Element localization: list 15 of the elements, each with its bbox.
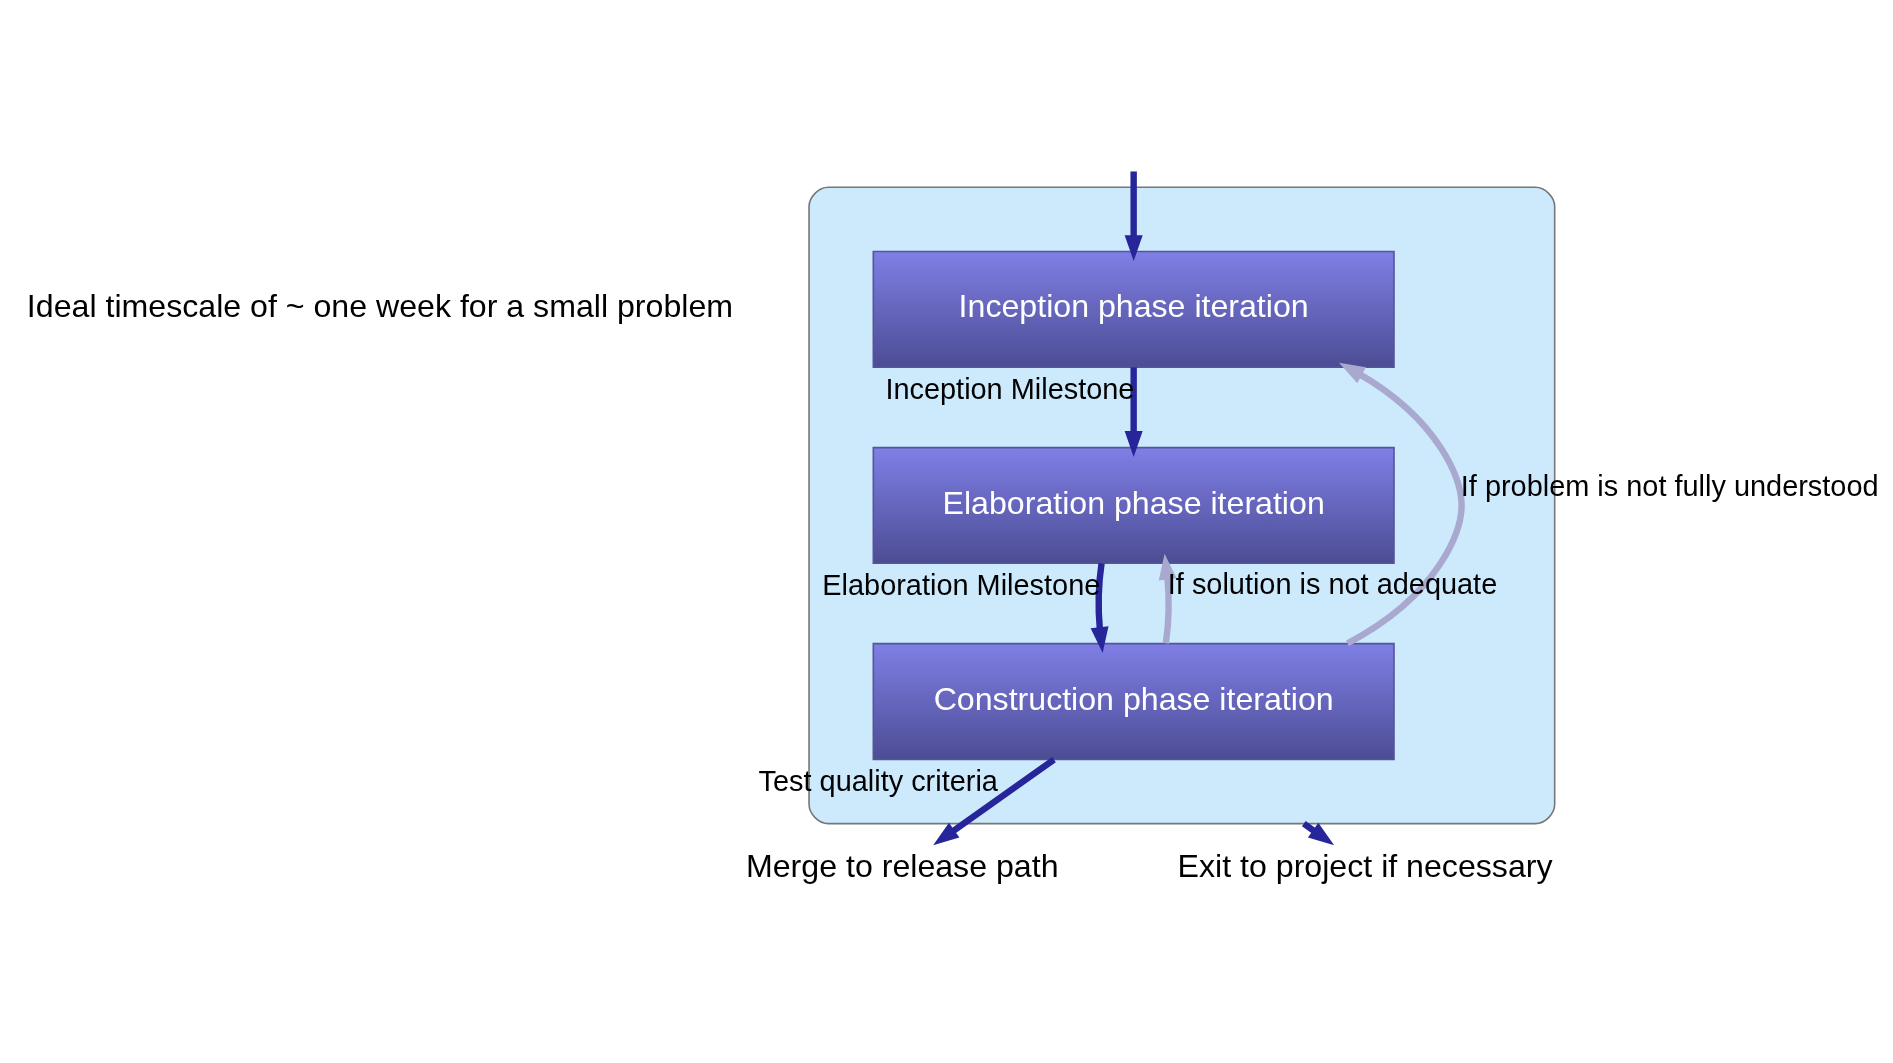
arrow	[933, 756, 1056, 846]
arrow	[1339, 362, 1465, 647]
node-box: Construction phase iteration	[872, 642, 1395, 761]
label: Ideal timescale of ~ one week for a small problem	[26, 288, 734, 325]
node-box: Inception phase iteration	[872, 250, 1395, 369]
edge-label: If solution is not adequate	[1167, 567, 1498, 600]
arrow	[1124, 171, 1143, 262]
arrow	[1158, 553, 1177, 644]
edge-label: Test quality criteria	[758, 764, 998, 797]
edge-label: If problem is not fully understood	[1460, 470, 1879, 503]
node-box: Elaboration phase iteration	[872, 446, 1395, 565]
arrow	[1124, 367, 1143, 457]
arrow	[1090, 562, 1109, 653]
node-text: Exit to project if necessary	[1177, 847, 1553, 884]
node-text: Merge to release path	[745, 847, 1059, 884]
